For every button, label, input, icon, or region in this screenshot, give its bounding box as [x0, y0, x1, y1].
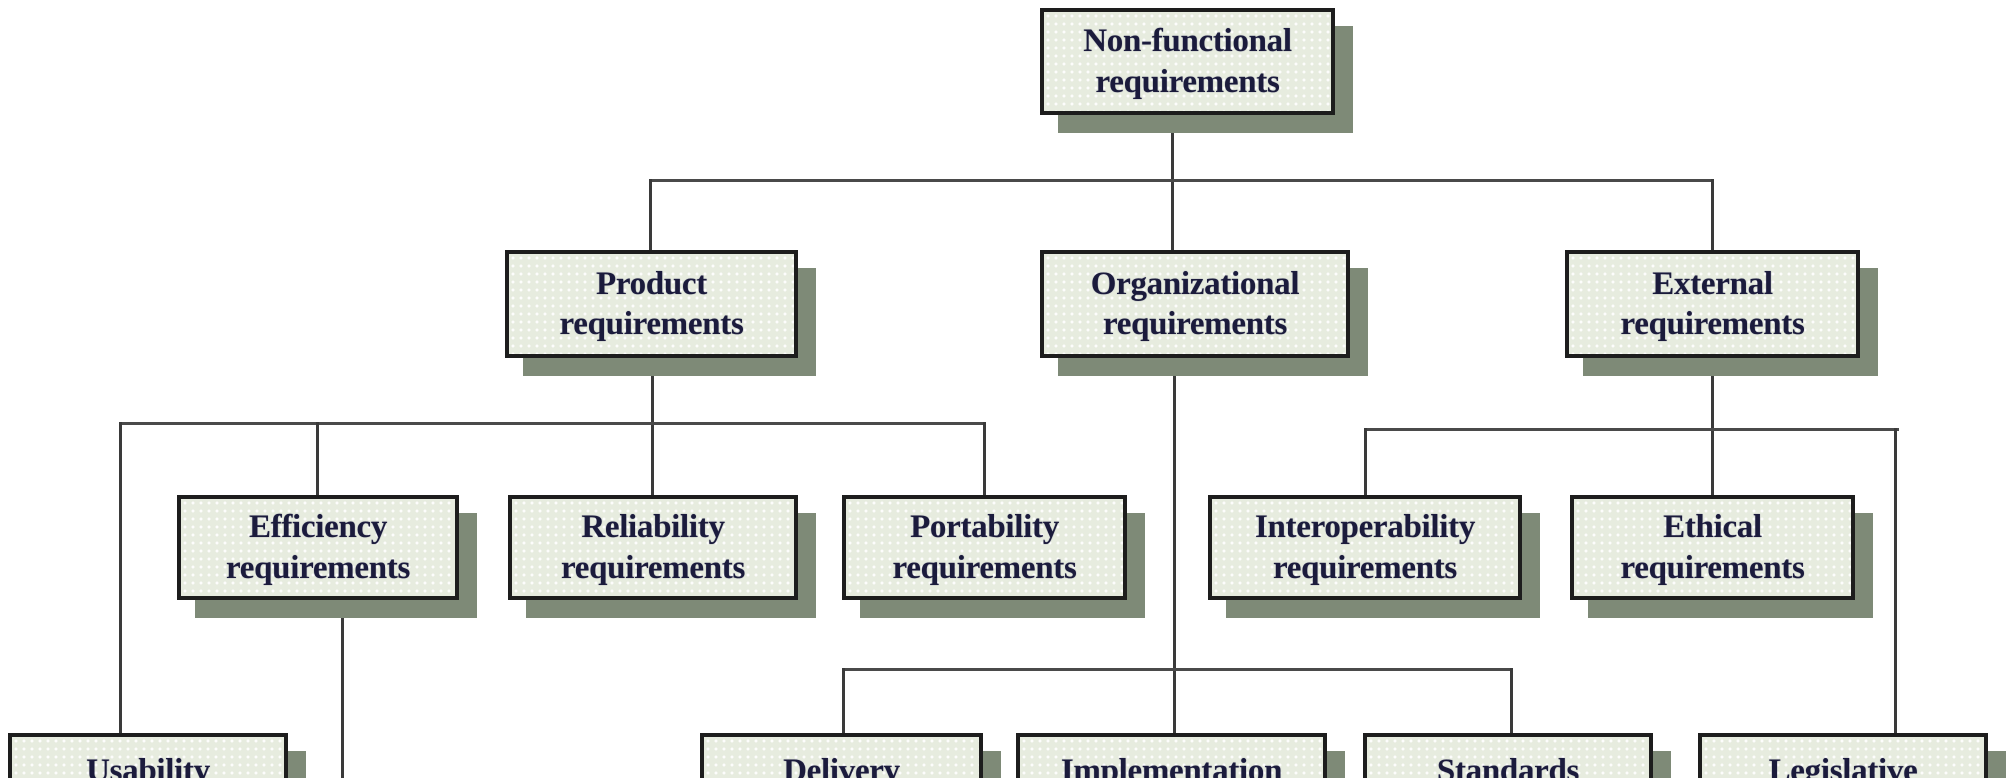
node-label: Interoperability requirements [1254, 509, 1476, 586]
connector-line [843, 668, 1513, 671]
connector-line [1173, 356, 1176, 735]
node-interoperability-requirements: Interoperability requirements [1208, 495, 1522, 600]
node-label: Usability [86, 753, 210, 778]
connector-line [651, 356, 654, 497]
connector-line [119, 422, 122, 735]
connector-line [842, 668, 845, 735]
connector-line [1711, 356, 1714, 497]
node-label: Ethical requirements [1620, 509, 1805, 586]
connector-line [119, 422, 986, 425]
node-usability-requirements: Usability [8, 733, 288, 778]
node-portability-requirements: Portability requirements [842, 495, 1127, 600]
node-label: External requirements [1620, 265, 1805, 342]
node-standards-requirements: Standards [1363, 733, 1653, 778]
connector-line [649, 179, 652, 253]
node-organizational-requirements: Organizational requirements [1040, 250, 1350, 358]
node-label: Portability requirements [892, 509, 1077, 586]
node-product-requirements: Product requirements [505, 250, 798, 358]
connector-line [1171, 113, 1174, 253]
node-non-functional-requirements: Non-functional requirements [1040, 8, 1335, 115]
node-delivery-requirements: Delivery [700, 733, 983, 778]
node-legislative-requirements: Legislative [1698, 733, 1988, 778]
node-label: Standards [1436, 753, 1580, 778]
connector-line [1894, 428, 1897, 735]
node-label: Legislative [1768, 753, 1918, 778]
connector-line [1364, 428, 1899, 431]
node-implementation-requirements: Implementation [1016, 733, 1327, 778]
connector-line [650, 179, 1714, 182]
node-reliability-requirements: Reliability requirements [508, 495, 798, 600]
connector-line [983, 422, 986, 497]
connector-line [316, 422, 319, 497]
connector-line [1711, 179, 1714, 253]
node-label: Delivery [783, 753, 900, 778]
node-ethical-requirements: Ethical requirements [1570, 495, 1855, 600]
node-label: Product requirements [559, 265, 744, 342]
node-label: Efficiency requirements [226, 509, 410, 586]
node-label: Reliability requirements [561, 509, 745, 586]
connector-line [1510, 668, 1513, 735]
node-external-requirements: External requirements [1565, 250, 1860, 358]
connector-line [341, 598, 344, 778]
node-label: Implementation [1060, 753, 1283, 778]
node-efficiency-requirements: Efficiency requirements [177, 495, 459, 600]
node-label: Non-functional requirements [1083, 23, 1292, 100]
node-label: Organizational requirements [1090, 265, 1300, 342]
connector-line [1364, 428, 1367, 497]
